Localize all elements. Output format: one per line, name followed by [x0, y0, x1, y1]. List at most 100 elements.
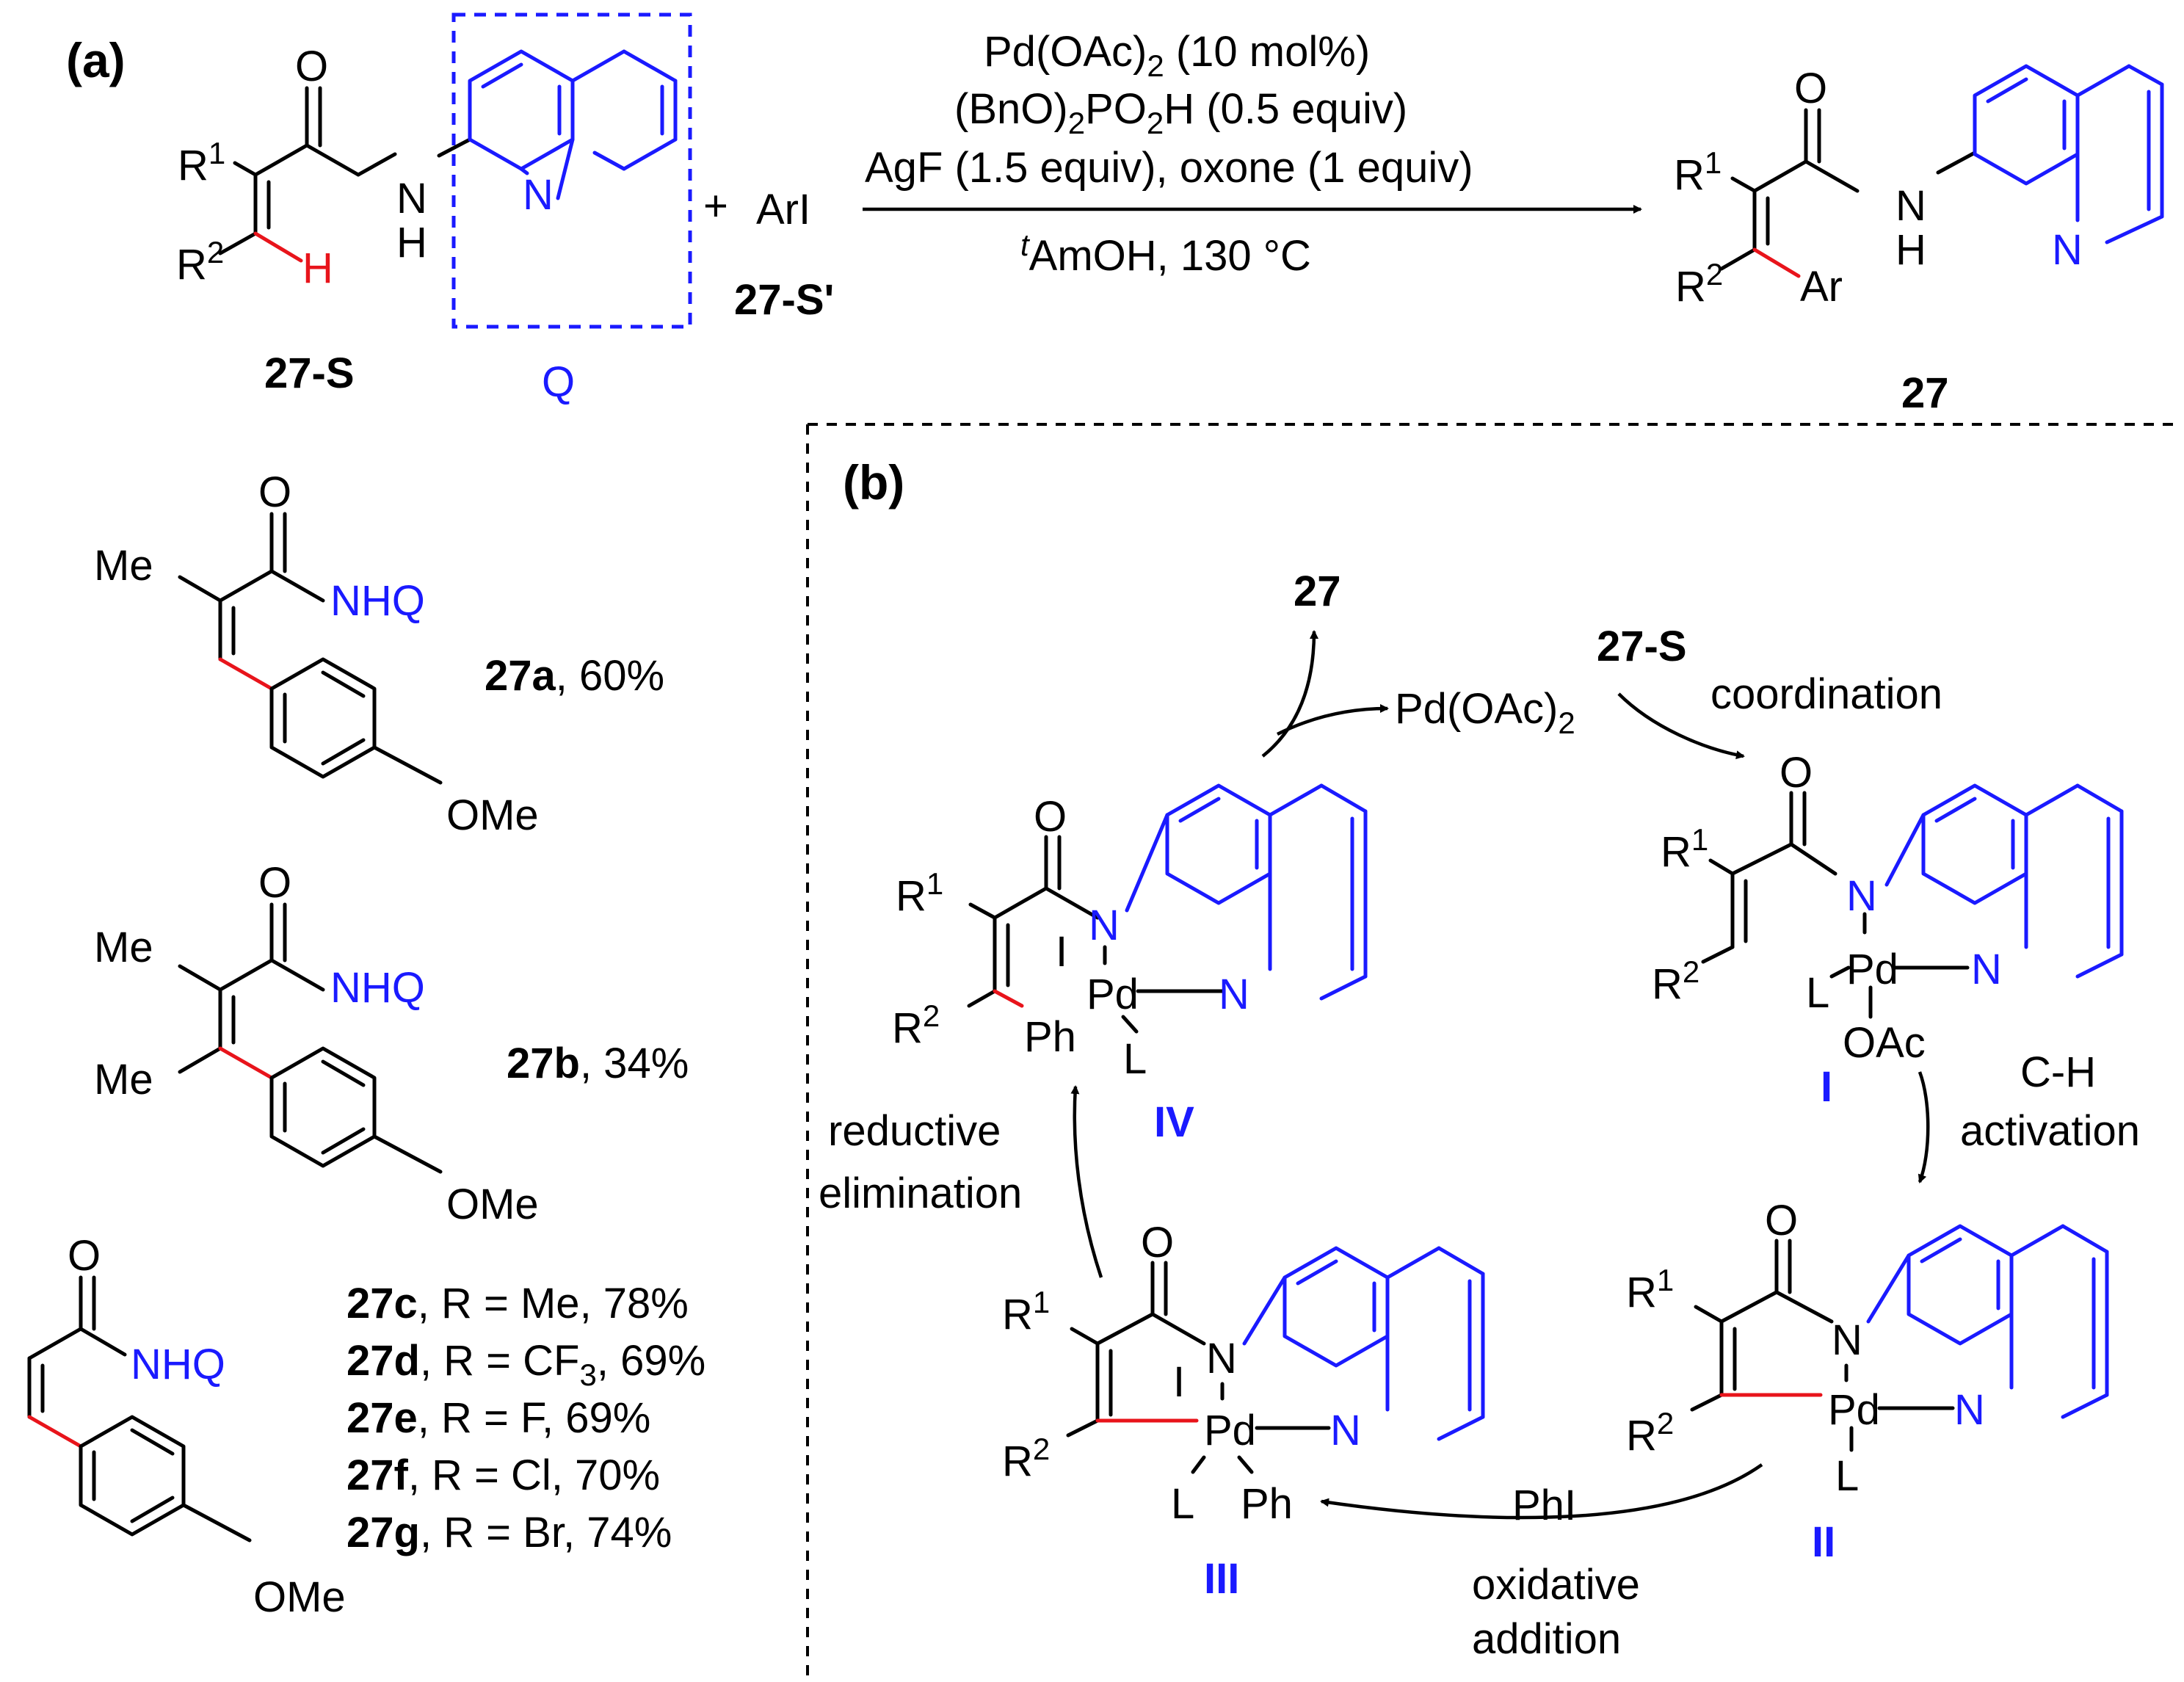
int-ii-l: L: [1835, 1452, 1859, 1500]
ex-27b-o: O: [258, 859, 291, 907]
step-ch-activation-1: C-H: [2020, 1048, 2096, 1096]
atom-r1: R1: [178, 136, 225, 189]
example-27c-g-structure: [27, 1275, 252, 1543]
atom-r2: R2: [176, 235, 224, 289]
int-iii-quin-n: N: [1330, 1407, 1361, 1454]
arrow-release-product: [1261, 630, 1318, 758]
step-reductive-1: reductive: [828, 1107, 1001, 1155]
quinoline-n: N: [523, 171, 554, 219]
int-iii-pd: Pd: [1204, 1407, 1256, 1454]
arrow-to-catalyst: [1276, 704, 1389, 736]
panel-a-label: (a): [66, 33, 126, 87]
int-ii-quin-n: N: [1954, 1386, 1985, 1434]
cycle-catalyst: Pd(OAc)2: [1395, 685, 1575, 740]
int-i-o: O: [1780, 749, 1813, 797]
intermediate-iii: [1066, 1246, 1485, 1474]
reactant-id: 27-S: [264, 349, 355, 397]
product-r1: R1: [1674, 145, 1722, 199]
int-iv-quin-n: N: [1219, 971, 1249, 1018]
cycle-substrate-27s: 27-S: [1597, 623, 1687, 670]
ex-27c-o: O: [68, 1232, 101, 1280]
ex-27b-me-bottom: Me: [94, 1056, 153, 1103]
int-iii-l: L: [1171, 1480, 1194, 1528]
int-i-oac: OAc: [1843, 1019, 1926, 1067]
step-coordination: coordination: [1710, 670, 1942, 718]
conditions-line2: (BnO)2PO2H (0.5 equiv): [954, 85, 1407, 140]
arrow-coordination: [1617, 692, 1745, 760]
reaction-conditions: Pd(OAc)2 (10 mol%) (BnO)2PO2H (0.5 equiv…: [865, 28, 1473, 280]
conditions-line1: Pd(OAc)2 (10 mol%): [984, 28, 1370, 83]
int-i-n: N: [1846, 872, 1877, 920]
ex-27c-caption: 27c, R = Me, 78%: [347, 1280, 689, 1327]
product-n: N: [1895, 182, 1926, 230]
int-iv-r1: R1: [896, 866, 943, 920]
product-27: [1719, 64, 2164, 278]
int-iv-i: I: [1056, 928, 1067, 976]
int-iv-r2: R2: [892, 998, 940, 1052]
int-ii-r2: R2: [1626, 1406, 1674, 1460]
int-iii-r1: R1: [1002, 1285, 1050, 1338]
intermediate-iv: [967, 783, 1368, 1034]
ex-27b-ome: OMe: [446, 1181, 539, 1228]
ex-27f-caption: 27f, R = Cl, 70%: [347, 1451, 660, 1499]
arrow-reductive-elimination: [1070, 1085, 1103, 1278]
ex-27b-me-top: Me: [94, 924, 153, 971]
product-id: 27: [1901, 369, 1949, 417]
product-h: H: [1895, 226, 1926, 274]
intermediate-ii: [1690, 1224, 2109, 1452]
conditions-line3: AgF (1.5 equiv), oxone (1 equiv): [865, 144, 1473, 192]
int-ii-n: N: [1832, 1316, 1862, 1364]
quinoline-box: [451, 12, 692, 329]
int-iii-ph: Ph: [1241, 1480, 1293, 1528]
int-i-quin-n: N: [1971, 946, 2002, 993]
atom-h-red: H: [302, 244, 333, 292]
atom-n: N: [396, 175, 427, 222]
int-iii-n: N: [1206, 1335, 1237, 1382]
ex-27a-me: Me: [94, 542, 153, 590]
int-i-label: I: [1821, 1063, 1832, 1111]
int-ii-label: II: [1812, 1518, 1835, 1566]
reagent-id: 27-S': [734, 276, 834, 324]
product-ar: Ar: [1800, 263, 1843, 311]
int-iv-n: N: [1089, 902, 1120, 949]
int-iv-pd: Pd: [1086, 971, 1139, 1018]
int-iv-ph: Ph: [1024, 1013, 1076, 1061]
conditions-line4: tAmOH, 130 °C: [1020, 228, 1311, 280]
step-oxidative-1: oxidative: [1472, 1561, 1640, 1609]
int-iv-label: IV: [1154, 1098, 1194, 1146]
int-i-pd: Pd: [1846, 946, 1898, 993]
int-i-r1: R1: [1661, 822, 1708, 876]
step-reductive-2: elimination: [819, 1170, 1022, 1217]
ex-27d-caption: 27d, R = CF3, 69%: [347, 1337, 705, 1392]
product-r2: R2: [1675, 257, 1723, 311]
ex-27a-nhq: NHQ: [330, 577, 425, 625]
ex-27a-o: O: [258, 468, 291, 516]
ex-27e-caption: 27e, R = F, 69%: [347, 1394, 650, 1442]
reactant-27-s: [218, 86, 472, 263]
intermediate-i: [1701, 783, 2124, 1019]
ex-27a-ome: OMe: [446, 791, 539, 839]
ex-27b-caption: 27b, 34%: [507, 1040, 689, 1087]
ex-27g-caption: 27g, R = Br, 74%: [347, 1509, 672, 1556]
reagent-ari: ArI: [756, 186, 810, 233]
int-iii-o: O: [1141, 1219, 1174, 1266]
product-quinoline-n: N: [2052, 226, 2083, 274]
atom-o: O: [295, 43, 328, 90]
int-iv-o: O: [1034, 793, 1067, 841]
int-ii-o: O: [1765, 1197, 1798, 1244]
int-iii-i: I: [1173, 1358, 1185, 1406]
int-iv-l: L: [1123, 1035, 1147, 1083]
step-phi: PhI: [1512, 1482, 1576, 1529]
int-ii-pd: Pd: [1828, 1386, 1880, 1434]
int-iii-r2: R2: [1002, 1432, 1050, 1485]
step-oxidative-2: addition: [1472, 1615, 1621, 1663]
quinoline-reactant: [468, 49, 678, 175]
int-i-r2: R2: [1652, 954, 1699, 1008]
example-27b-structure: [178, 902, 443, 1174]
example-captions-cg: 27c, R = Me, 78% 27d, R = CF3, 69% 27e, …: [347, 1280, 705, 1556]
ex-27a-caption: 27a, 60%: [485, 652, 664, 700]
product-o: O: [1794, 65, 1827, 112]
arrow-oxidative-addition: [1320, 1463, 1763, 1520]
plus-sign: +: [703, 182, 728, 230]
